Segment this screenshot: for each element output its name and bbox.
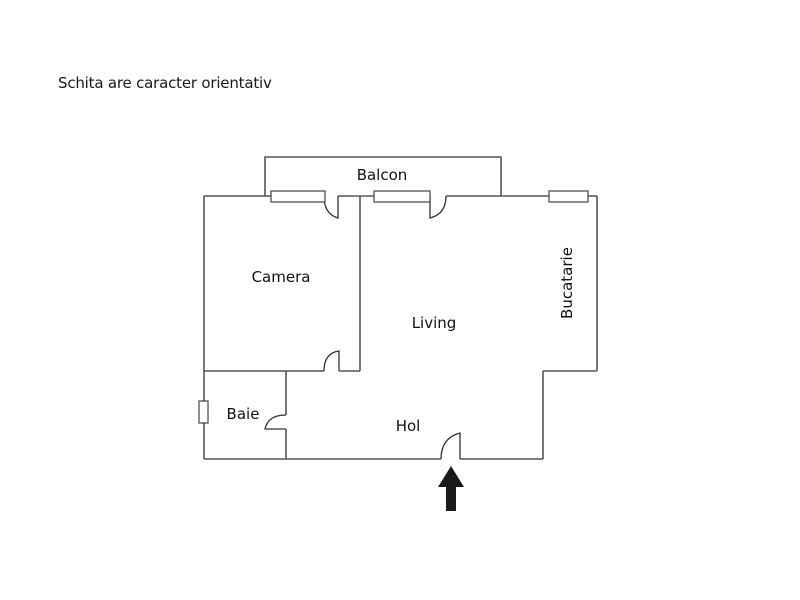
window-living xyxy=(373,190,431,203)
room-label-baie: Baie xyxy=(227,405,260,423)
window-baie xyxy=(198,400,209,424)
window-bucatarie xyxy=(548,190,589,203)
balcony-wall xyxy=(264,156,502,196)
room-label-living: Living xyxy=(412,314,457,332)
baie-door xyxy=(264,414,287,430)
window-camera xyxy=(270,190,326,203)
room-label-hol: Hol xyxy=(396,417,421,435)
disclaimer-note: Schita are caracter orientativ xyxy=(58,74,272,92)
living-balcony-door xyxy=(429,195,447,219)
room-label-bucatarie: Bucatarie xyxy=(558,247,576,319)
entrance-door[interactable] xyxy=(440,432,461,460)
camera-door xyxy=(323,350,340,372)
room-label-camera: Camera xyxy=(252,268,311,286)
camera-balcony-door xyxy=(323,195,339,219)
room-label-balcon: Balcon xyxy=(357,166,408,184)
entrance-arrow-icon xyxy=(438,466,464,511)
